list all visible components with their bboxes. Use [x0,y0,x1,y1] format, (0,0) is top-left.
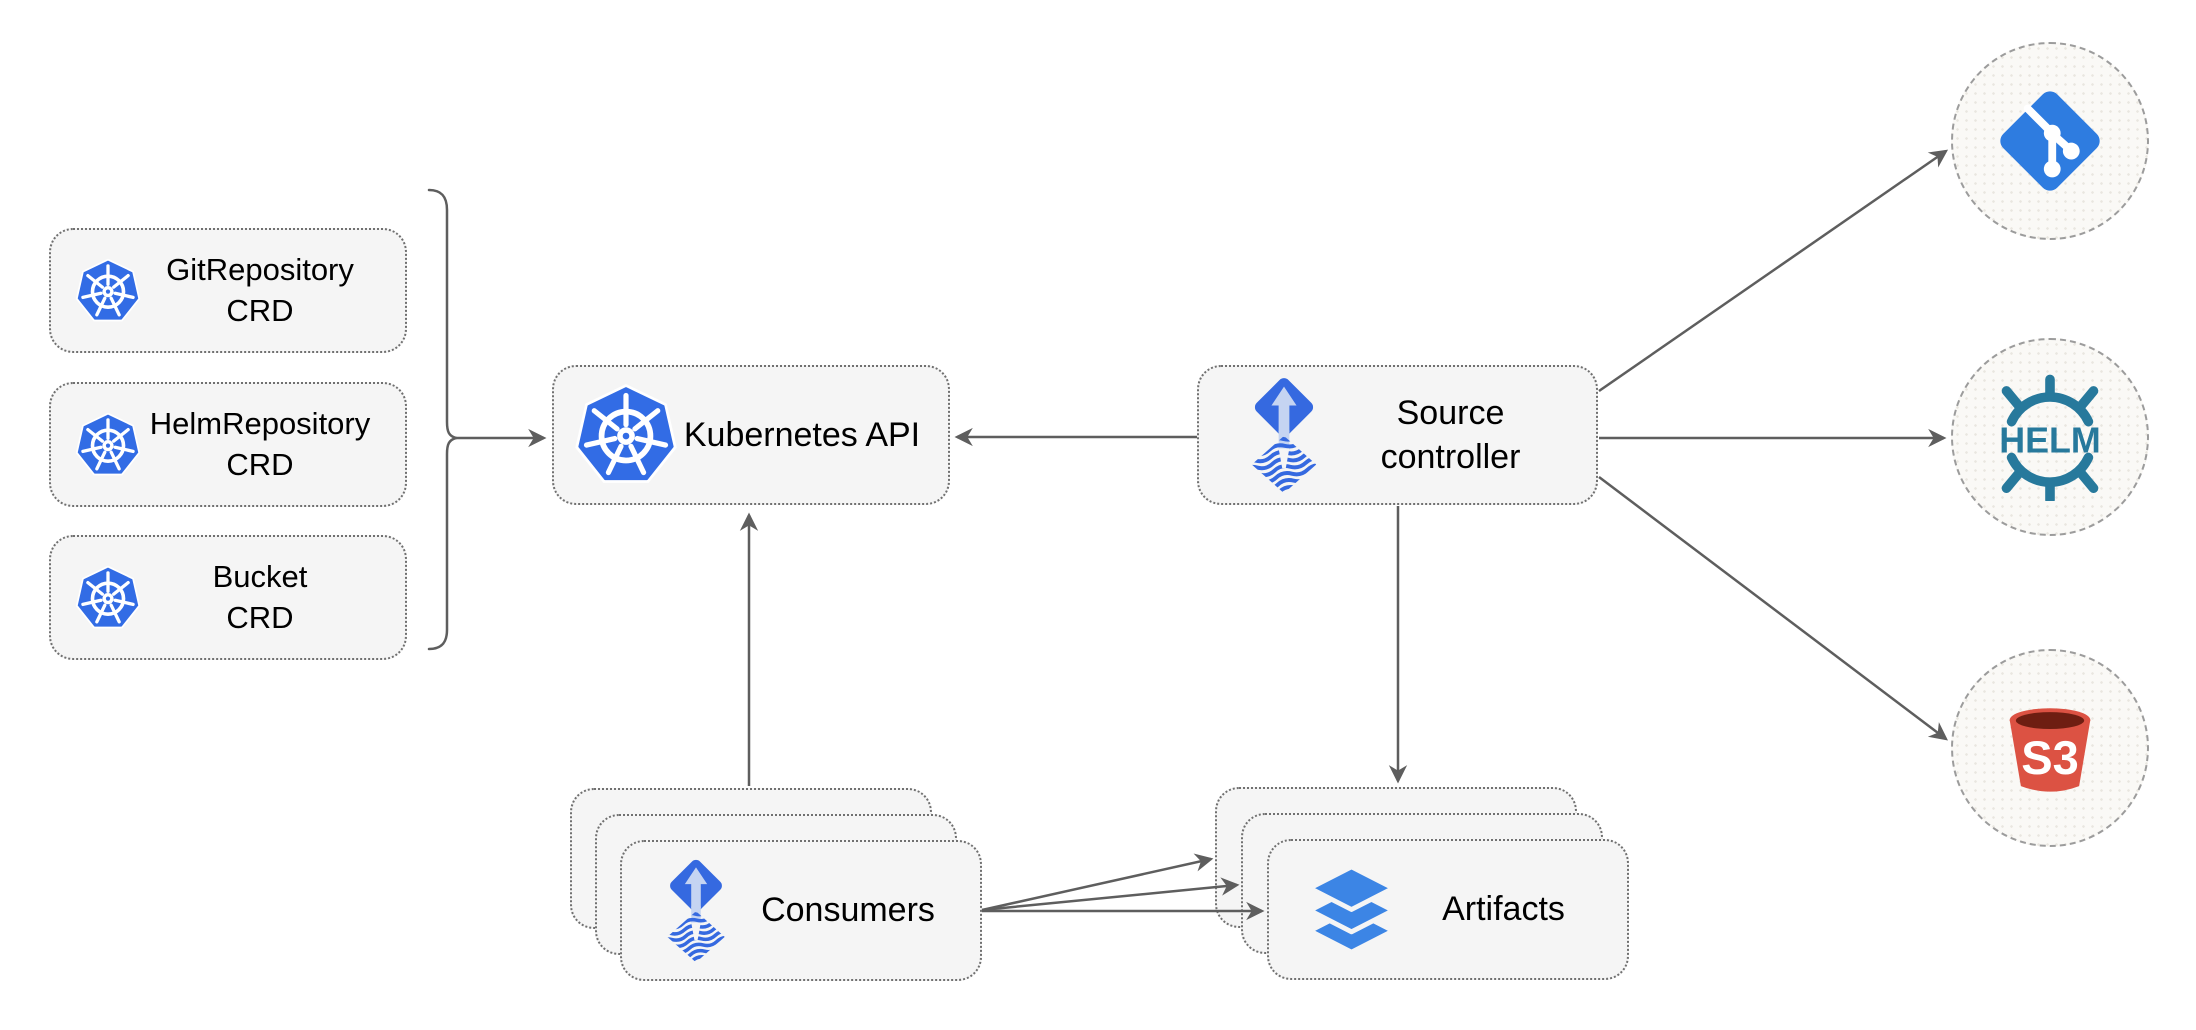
flux-icon [1239,375,1329,495]
crd-group-brace [427,188,461,651]
consumers-label: Consumers [761,891,935,930]
arrow-source-controller-to-git [1598,149,1949,393]
crd-suffix: CRD [226,292,294,328]
source-controller-label: Source controller [1380,393,1521,476]
external-helm-circle: HELM [1951,338,2149,536]
helm-logo-text: HELM [1999,420,2101,460]
arrow-source-controller-to-s3 [1598,476,1948,741]
git-icon [1994,85,2106,197]
crd-name: HelmRepository [149,406,371,442]
arrow-consumers-to-artifacts-1 [981,853,1214,912]
kubernetes-icon [75,565,141,631]
artifacts-label: Artifacts [1442,890,1565,929]
node-helmrepository-crd: HelmRepository CRD [49,382,407,507]
layers-icon [1303,861,1400,958]
crd-name: GitRepository [166,252,354,288]
s3-bucket-icon: S3 [2009,708,2091,792]
kubernetes-icon [75,258,141,324]
kubernetes-icon [75,412,141,478]
node-gitrepository-crd: GitRepository CRD [49,228,407,353]
helm-icon: HELM [1999,374,2101,501]
kubernetes-api-label: Kubernetes API [683,415,921,454]
kubernetes-icon [574,383,678,487]
node-bucket-crd: Bucket CRD [49,535,407,660]
node-consumers: Consumers [620,840,982,981]
node-label: Bucket CRD [141,557,379,638]
node-label: HelmRepository CRD [141,404,379,485]
crd-name: Bucket [212,559,308,595]
external-git-circle [1951,42,2149,240]
node-artifacts: Artifacts [1267,839,1629,980]
node-label: GitRepository CRD [141,250,379,331]
crd-suffix: CRD [226,599,294,635]
node-kubernetes-api: Kubernetes API [552,365,950,505]
flux-icon [656,857,736,964]
arrow-consumers-to-artifacts-2 [981,877,1240,912]
crd-suffix: CRD [226,446,294,482]
node-source-controller: Source controller [1197,365,1598,505]
s3-logo-text: S3 [2021,731,2079,784]
external-s3-circle: S3 [1951,649,2149,847]
